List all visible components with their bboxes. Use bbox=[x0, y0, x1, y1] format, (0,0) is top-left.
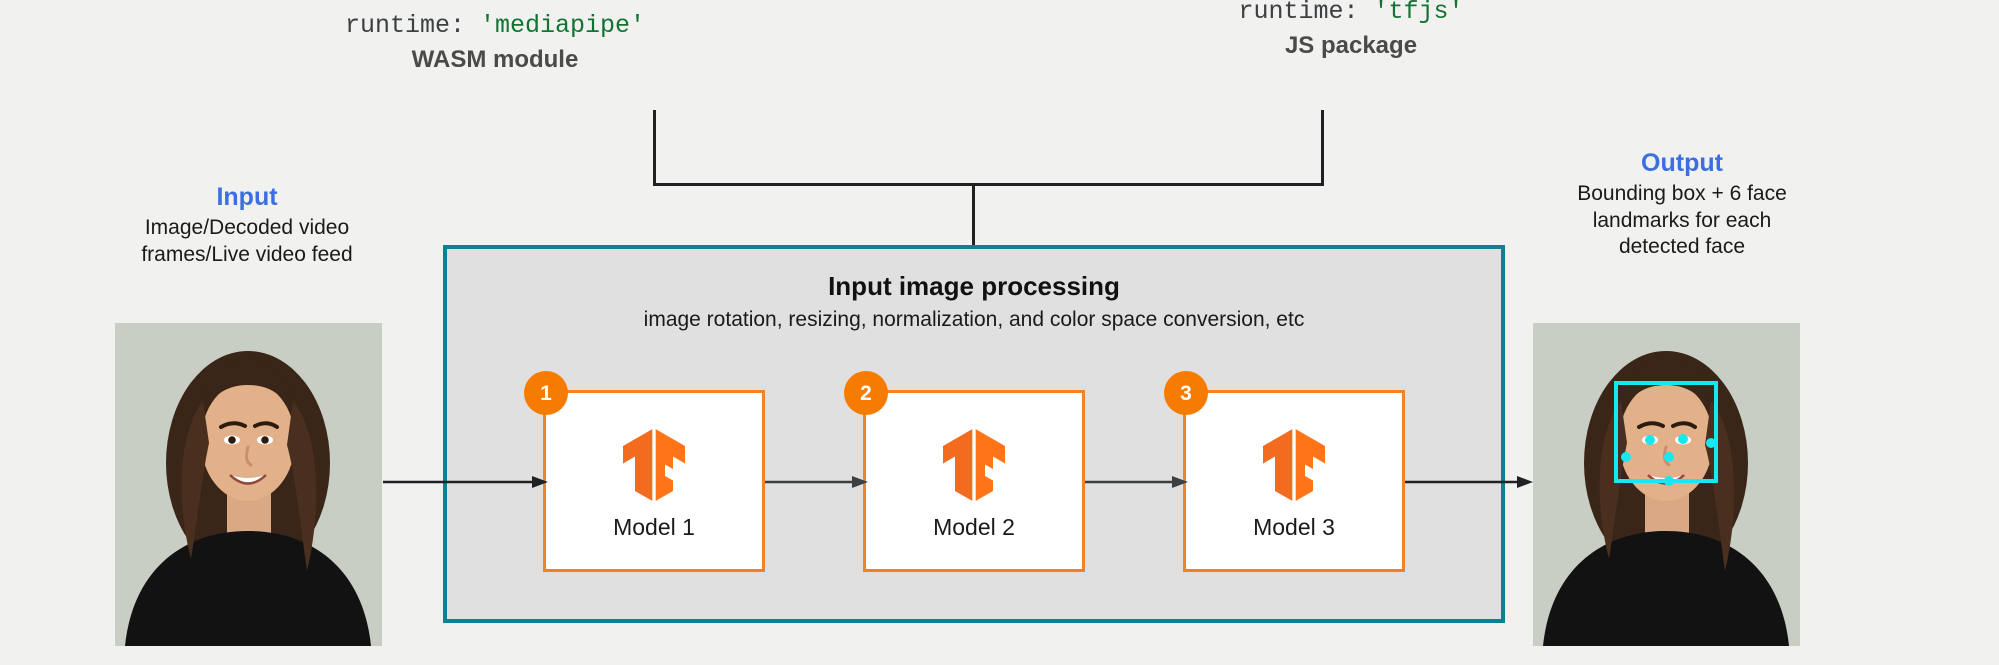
runtime-label-wasm-module: WASM module bbox=[411, 45, 579, 73]
model-card-2[interactable]: 2 Model 2 bbox=[844, 371, 1085, 572]
runtime-code-mediapipe: runtime: 'mediapipe' bbox=[285, 12, 705, 40]
runtime-note-tfjs: runtime: 'tfjs' JS package bbox=[1141, 0, 1561, 59]
input-body-line1: Image/Decoded video bbox=[144, 216, 350, 240]
runtime-note-mediapipe: runtime: 'mediapipe' WASM module bbox=[285, 12, 705, 73]
runtime-code-value: 'tfjs' bbox=[1373, 0, 1464, 26]
bracket-right-vertical bbox=[1321, 110, 1324, 186]
bracket-drop-vertical bbox=[972, 183, 975, 247]
input-caption: Input Image/Decoded video frames/Live vi… bbox=[97, 182, 397, 268]
model-label-3: Model 3 bbox=[1253, 514, 1335, 540]
arrow-model3-to-output bbox=[1405, 474, 1533, 490]
bracket-horizontal bbox=[653, 183, 1324, 186]
arrow-model2-to-model3 bbox=[1085, 474, 1188, 490]
model-label-1: Model 1 bbox=[613, 514, 695, 540]
model-card-1[interactable]: 1 Model 1 bbox=[524, 371, 765, 572]
processing-subtitle: image rotation, resizing, normalization,… bbox=[643, 308, 1305, 331]
output-title: Output bbox=[1641, 149, 1723, 177]
input-body-line2: frames/Live video feed bbox=[141, 242, 353, 266]
model-label-2: Model 2 bbox=[933, 514, 1015, 540]
model-badge-2: 2 bbox=[844, 371, 888, 415]
runtime-code-prefix: runtime: bbox=[344, 11, 480, 40]
tensorflow-logo-icon bbox=[1263, 429, 1325, 501]
tensorflow-logo-icon bbox=[623, 429, 685, 501]
model-badge-3: 3 bbox=[1164, 371, 1208, 415]
runtime-label-js-package: JS package bbox=[1284, 31, 1418, 59]
runtime-code-tfjs: runtime: 'tfjs' bbox=[1141, 0, 1561, 26]
model-card-3[interactable]: 3 Model 3 bbox=[1164, 371, 1405, 572]
output-photo bbox=[1533, 323, 1800, 646]
bracket-left-vertical bbox=[653, 110, 656, 186]
output-caption: Output Bounding box + 6 face landmarks f… bbox=[1532, 148, 1832, 260]
tensorflow-logo-icon bbox=[943, 429, 1005, 501]
output-body-line1: Bounding box + 6 face bbox=[1577, 182, 1787, 206]
arrow-input-to-model1 bbox=[383, 474, 548, 490]
output-body-line2: landmarks for each bbox=[1592, 208, 1772, 232]
runtime-code-prefix: runtime: bbox=[1238, 0, 1374, 26]
input-title: Input bbox=[216, 183, 278, 211]
output-body-line3: detected face bbox=[1618, 234, 1746, 258]
processing-title: Input image processing bbox=[828, 271, 1120, 301]
input-photo bbox=[115, 323, 382, 646]
runtime-code-value: 'mediapipe' bbox=[480, 11, 646, 40]
arrow-model1-to-model2 bbox=[765, 474, 868, 490]
model-badge-1: 1 bbox=[524, 371, 568, 415]
